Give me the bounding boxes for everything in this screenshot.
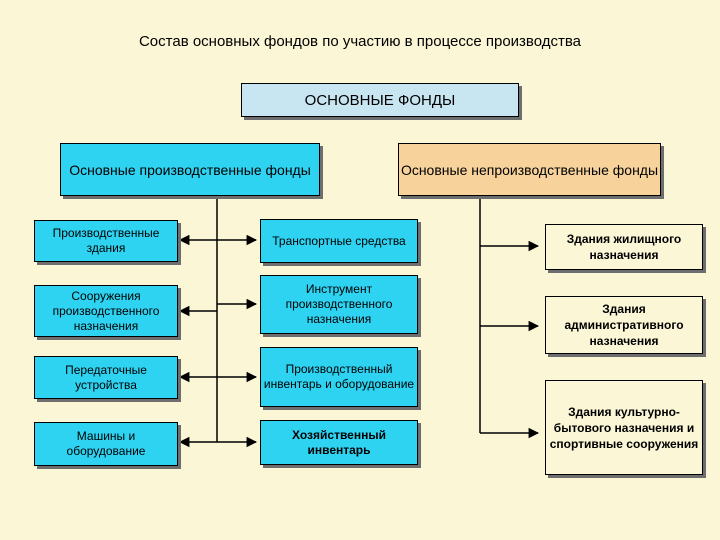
item-transport: Транспортные средства <box>260 219 418 263</box>
item-production-structures: Сооружения производственного назначения <box>34 285 178 337</box>
item-residential-buildings: Здания жилищного назначения <box>545 224 703 270</box>
item-household-inventory: Хозяйственный инвентарь <box>260 420 418 465</box>
item-administrative-buildings: Здания административного назначения <box>545 296 703 354</box>
item-tools: Инструмент производственного назначения <box>260 275 418 334</box>
page-title: Состав основных фондов по участию в проц… <box>138 33 582 50</box>
nonproductive-funds-box: Основные непроизводственные фонды <box>398 143 661 196</box>
item-cultural-sports-buildings: Здания культурно-бытового назначения и с… <box>545 380 703 475</box>
root-box: ОСНОВНЫЕ ФОНДЫ <box>241 83 519 117</box>
item-machines-equipment: Машины и оборудование <box>34 422 178 466</box>
item-transmission-devices: Передаточные устройства <box>34 356 178 399</box>
productive-funds-box: Основные производственные фонды <box>60 143 320 196</box>
item-production-inventory: Производственный инвентарь и оборудовани… <box>260 347 418 407</box>
item-production-buildings: Производственные здания <box>34 220 178 262</box>
